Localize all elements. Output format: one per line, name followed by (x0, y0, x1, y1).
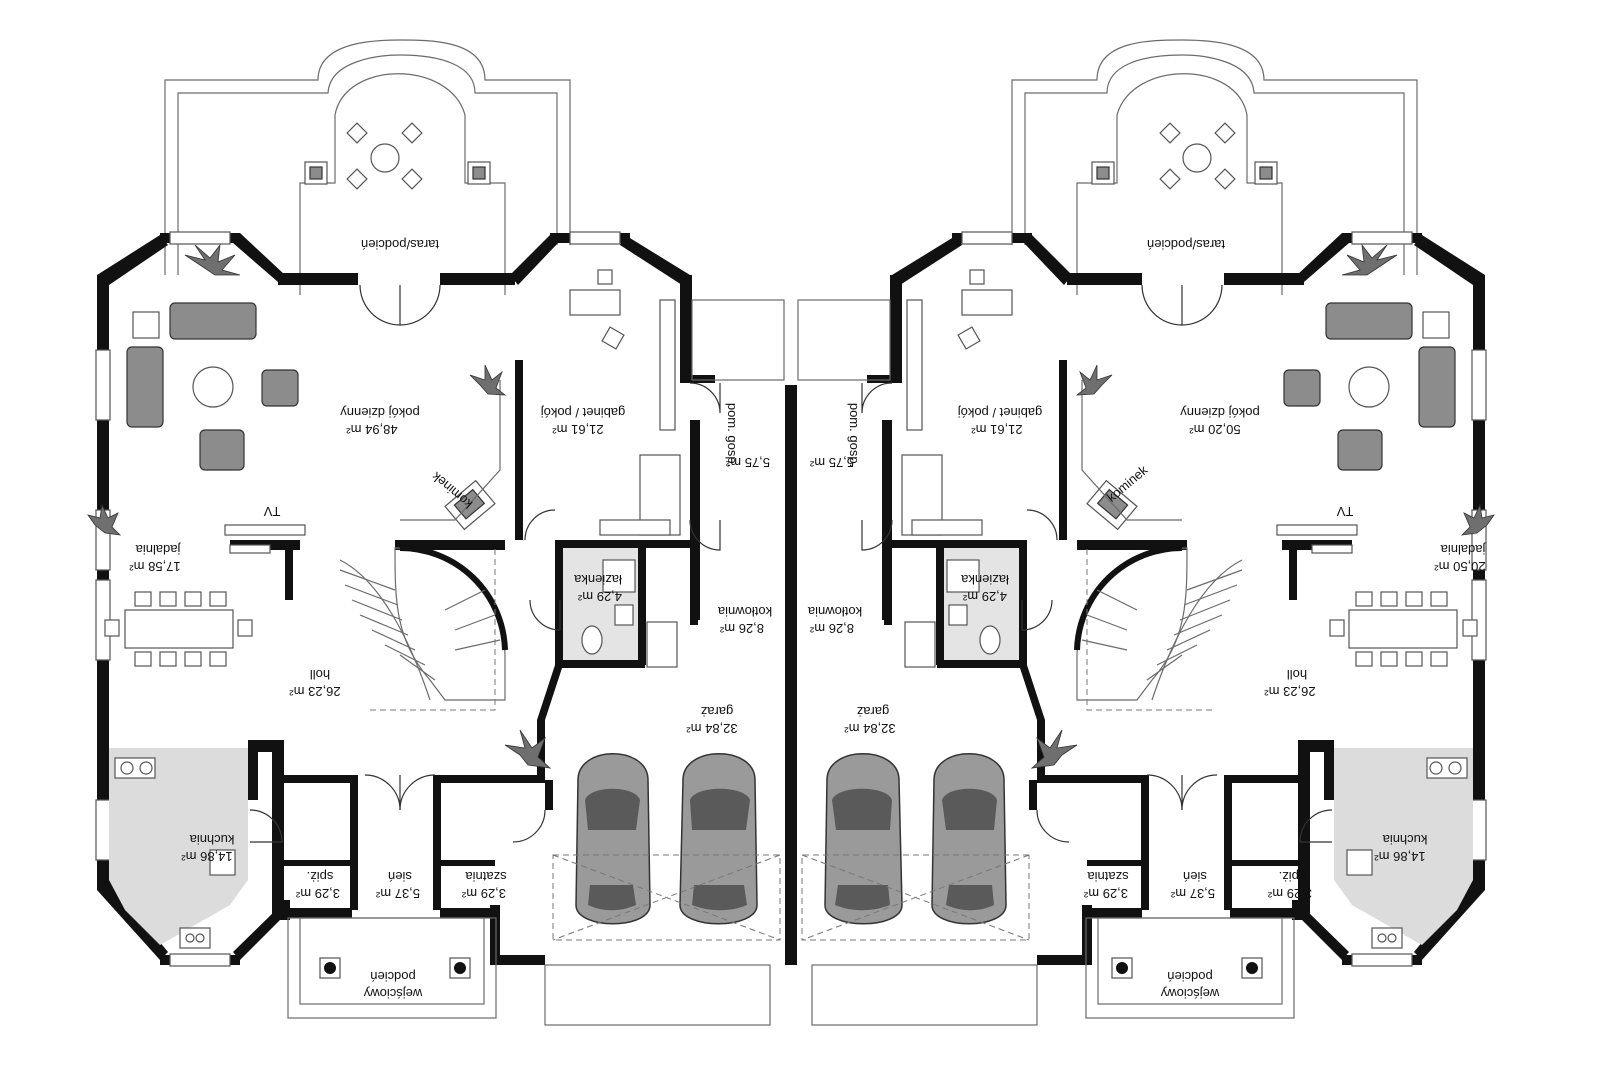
kitchen-mirror (1334, 748, 1473, 949)
label-garage-right: garaż (857, 704, 890, 719)
terrace-furniture-mirror (1091, 122, 1278, 190)
label-terrace-left: taras/podcień (361, 237, 439, 252)
label-bathroom-right: łazienka (960, 572, 1008, 587)
label-tv-right: TV (1336, 504, 1353, 519)
label-boiler-right: kotłownia (807, 604, 862, 619)
bathroom (563, 548, 678, 668)
doors (249, 284, 721, 843)
label-bathroom-left: łazienka (573, 572, 621, 587)
cars (552, 753, 781, 941)
label-dining-left: jadalnia (135, 542, 182, 557)
cars-mirror (801, 753, 1030, 941)
area-hall-right: 26,23 m² (1264, 684, 1316, 699)
label-vestibule-right: sień (1183, 869, 1207, 884)
area-wardrobe-right: 3,29 m² (1083, 886, 1128, 901)
label-garage-left: garaż (701, 704, 734, 719)
label-hall-right: holl (1287, 667, 1307, 682)
label-porch-right-2: wejściowy (1160, 986, 1220, 1001)
area-garage-left: 32,84 m² (686, 721, 738, 736)
area-utility-right: 5,75 m² (809, 455, 854, 470)
label-pantry-right: spiż. (1279, 869, 1306, 884)
terrace-furniture (304, 122, 491, 190)
area-garage-right: 32,84 m² (844, 721, 896, 736)
label-porch-left-1: podcień (370, 969, 416, 984)
area-wardrobe-left: 3,29 m² (461, 886, 506, 901)
entrance-porch (287, 917, 771, 1026)
plants-mirror (1030, 243, 1495, 769)
area-kitchen-right: 14,86 m² (1374, 849, 1426, 864)
area-living-left: 48,94 m² (346, 422, 398, 437)
label-study-right: gabinet / pokój (958, 405, 1043, 420)
area-living-right: 50,20 m² (1189, 422, 1241, 437)
area-study-right: 21,61 m² (971, 422, 1023, 437)
area-study-left: 21,61 m² (552, 422, 604, 437)
fireplace-mirror (1081, 380, 1182, 531)
dining-table-mirror (1329, 591, 1478, 667)
label-study-left: gabinet / pokój (541, 405, 626, 420)
living-furniture (126, 302, 306, 554)
label-dining-right: jadalnia (1440, 542, 1487, 557)
study-furniture-mirror (901, 269, 1013, 536)
unit-right (785, 39, 1495, 1026)
doors-mirror (861, 284, 1333, 843)
area-hall-left: 26,23 m² (289, 684, 341, 699)
terrace-outline (164, 39, 571, 295)
label-tv-left: TV (263, 504, 280, 519)
label-living-left: pokój dzienny (340, 405, 420, 420)
area-kitchen-left: 14,86 m² (181, 849, 233, 864)
label-porch-left-2: wejściowy (363, 986, 423, 1001)
area-boiler-left: 8,26 m² (719, 621, 764, 636)
label-kitchen-right: kuchnia (1382, 832, 1428, 847)
label-wardrobe-left: szatnia (465, 869, 507, 884)
bathroom-mirror (904, 548, 1019, 668)
plants (87, 243, 552, 769)
label-living-right: pokój dzienny (1180, 405, 1260, 420)
label-boiler-left: kotłownia (717, 604, 772, 619)
area-boiler-right: 8,26 m² (809, 621, 854, 636)
area-bathroom-left: 4,29 m² (577, 589, 622, 604)
label-hall-left: holl (310, 667, 330, 682)
fireplace (400, 380, 501, 531)
label-utility-left: pom. gosp. (725, 403, 740, 467)
label-pantry-left: spiż. (307, 869, 334, 884)
living-furniture-mirror (1276, 302, 1456, 554)
area-pantry-left: 3,29 m² (295, 886, 340, 901)
area-dining-left: 17,58 m² (129, 559, 181, 574)
staircase (339, 545, 508, 711)
area-utility-left: 5,75 m² (725, 455, 770, 470)
area-vestibule-right: 5,37 m² (1170, 886, 1215, 901)
label-terrace-right: taras/podcień (1147, 237, 1225, 252)
area-pantry-right: 3,29 m² (1267, 886, 1312, 901)
entrance-porch-mirror (811, 917, 1295, 1026)
label-utility-right: pom. gosp. (847, 403, 862, 467)
terrace-outline-mirror (1011, 39, 1418, 295)
label-porch-right-1: podcień (1167, 969, 1213, 984)
dining-table (104, 591, 253, 667)
label-wardrobe-right: szatnia (1087, 869, 1129, 884)
study-furniture (569, 269, 681, 536)
garage-walls-mirror (785, 299, 892, 965)
staircase-mirror (1074, 545, 1243, 711)
unit-left (87, 39, 797, 1026)
label-vestibule-left: sień (388, 869, 412, 884)
area-vestibule-left: 5,37 m² (375, 886, 420, 901)
area-bathroom-right: 4,29 m² (962, 589, 1007, 604)
area-dining-right: 20,50 m² (1434, 559, 1486, 574)
label-kitchen-left: kuchnia (189, 832, 235, 847)
windows-mirror (961, 231, 1487, 967)
kitchen (109, 748, 248, 949)
